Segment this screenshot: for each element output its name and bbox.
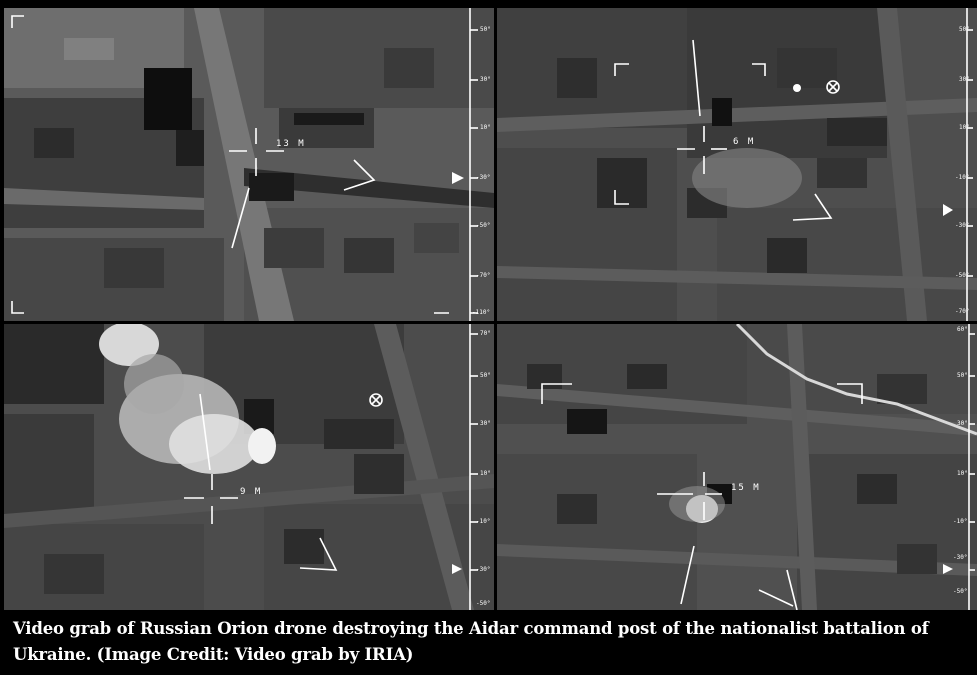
hud-overlay bbox=[184, 324, 478, 610]
scale-tick-label: -70° bbox=[476, 272, 491, 279]
scale-tick-label: 30° bbox=[957, 420, 968, 427]
scale-tick-label: 70° bbox=[480, 330, 491, 337]
thermal-panel-top-right: 6 M 50° 30° 10° -10° -30° -50° -70° bbox=[497, 8, 977, 321]
scale-tick-label: -110° bbox=[472, 309, 491, 316]
scale-tick-label: 50° bbox=[959, 26, 970, 33]
hud-overlay bbox=[541, 324, 975, 610]
scale-tick-label: 30° bbox=[480, 420, 491, 427]
scale-tick-label: 10° bbox=[957, 470, 968, 477]
scale-tick-label: 10° bbox=[480, 470, 491, 477]
hud-overlay bbox=[614, 8, 973, 321]
scale-tick-label: 30° bbox=[959, 76, 970, 83]
range-readout: 9 M bbox=[240, 487, 263, 497]
aerial-thermal-image bbox=[497, 8, 977, 321]
scale-tick-label: -50° bbox=[953, 588, 968, 595]
aerial-thermal-image bbox=[4, 324, 494, 610]
scale-tick-label: 50° bbox=[480, 26, 491, 33]
scale-tick-label: -50° bbox=[476, 222, 491, 229]
scale-tick-label: 50° bbox=[957, 372, 968, 379]
scale-tick-label: -70° bbox=[955, 308, 970, 315]
thermal-panel-bottom-right: 15 M 60° 50° 30° 10° -10° -30° -50° bbox=[497, 324, 977, 610]
thermal-panel-top-left: 13 M 50° 30° 10° -30° -50° -70° -110° bbox=[4, 8, 494, 321]
caption-text: Video grab of Russian Orion drone destro… bbox=[13, 619, 929, 664]
range-readout: 6 M bbox=[733, 137, 756, 147]
image-caption: Video grab of Russian Orion drone destro… bbox=[0, 610, 977, 675]
scale-tick-label: -10° bbox=[955, 174, 970, 181]
scale-tick-label: 30° bbox=[480, 76, 491, 83]
scale-tick-label: -30° bbox=[476, 566, 491, 573]
scale-tick-label: -10° bbox=[476, 518, 491, 525]
thermal-panel-bottom-left: 9 M 70° 50° 30° 10° -10° -30° -50° bbox=[4, 324, 494, 610]
aerial-thermal-image bbox=[4, 8, 494, 321]
scale-tick-label: 10° bbox=[959, 124, 970, 131]
scale-tick-label: 60° bbox=[957, 326, 968, 333]
hud-overlay bbox=[11, 8, 478, 321]
scale-tick-label: 10° bbox=[480, 124, 491, 131]
scale-tick-label: -10° bbox=[953, 518, 968, 525]
scale-tick-label: -50° bbox=[476, 600, 491, 607]
scale-tick-label: -50° bbox=[955, 272, 970, 279]
scale-tick-label: -30° bbox=[953, 554, 968, 561]
scale-tick-label: -30° bbox=[476, 174, 491, 181]
aerial-thermal-image bbox=[497, 324, 977, 610]
range-readout: 15 M bbox=[731, 483, 761, 493]
scale-tick-label: -30° bbox=[955, 222, 970, 229]
range-readout: 13 M bbox=[276, 139, 306, 149]
scale-tick-label: 50° bbox=[480, 372, 491, 379]
